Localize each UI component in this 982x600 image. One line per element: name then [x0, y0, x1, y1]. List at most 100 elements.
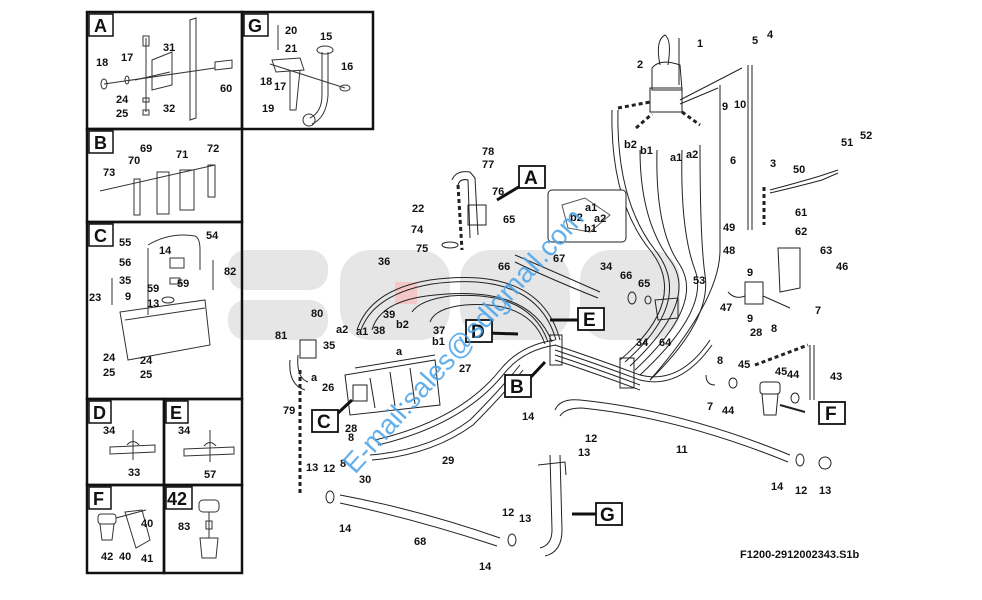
- svg-text:46: 46: [836, 261, 848, 273]
- svg-text:2: 2: [637, 59, 643, 71]
- svg-text:28: 28: [345, 423, 357, 435]
- svg-text:74: 74: [411, 224, 424, 236]
- svg-text:40: 40: [119, 551, 131, 563]
- panel-letter-D: D: [93, 403, 106, 423]
- svg-text:a1: a1: [670, 152, 682, 164]
- svg-text:44: 44: [787, 369, 800, 381]
- svg-text:57: 57: [204, 469, 216, 481]
- callout-E: E: [550, 307, 605, 331]
- svg-text:b2: b2: [570, 212, 583, 224]
- svg-text:15: 15: [320, 31, 332, 43]
- svg-text:26: 26: [322, 382, 334, 394]
- svg-text:50: 50: [793, 164, 805, 176]
- svg-text:14: 14: [771, 481, 784, 493]
- svg-text:34: 34: [636, 337, 649, 349]
- callout-F: F: [818, 401, 846, 425]
- svg-text:48: 48: [723, 245, 735, 257]
- svg-text:F: F: [825, 404, 837, 425]
- svg-text:78: 78: [482, 146, 494, 158]
- svg-text:53: 53: [693, 275, 705, 287]
- panel-A: A 31 17 18 24 25 32 60: [88, 13, 233, 121]
- port-labels: b2 b1 a1 a2 a2 a1 b2 b1 a a: [311, 139, 698, 384]
- svg-text:25: 25: [140, 369, 152, 381]
- svg-text:12: 12: [795, 485, 807, 497]
- svg-text:13: 13: [819, 485, 831, 497]
- svg-text:24: 24: [140, 355, 153, 367]
- svg-text:19: 19: [262, 103, 274, 115]
- svg-text:41: 41: [141, 553, 153, 565]
- svg-text:13: 13: [147, 298, 159, 310]
- svg-text:66: 66: [620, 270, 632, 282]
- svg-text:59: 59: [177, 278, 189, 290]
- svg-text:24: 24: [103, 352, 116, 364]
- svg-text:42: 42: [101, 551, 113, 563]
- svg-text:35: 35: [323, 340, 335, 352]
- svg-text:49: 49: [723, 222, 735, 234]
- svg-text:A: A: [524, 168, 538, 189]
- svg-text:31: 31: [163, 42, 175, 54]
- callouts: A D E B C F G: [311, 165, 846, 526]
- svg-text:a2: a2: [594, 213, 606, 225]
- drawing-code: F1200-2912002343.S1b: [740, 549, 860, 561]
- svg-text:18: 18: [96, 57, 108, 69]
- svg-text:38: 38: [373, 325, 385, 337]
- svg-text:B: B: [510, 377, 524, 398]
- svg-text:34: 34: [103, 425, 116, 437]
- svg-text:a1: a1: [356, 326, 368, 338]
- panel-letter-C: C: [94, 226, 107, 246]
- svg-text:13: 13: [578, 447, 590, 459]
- svg-text:a: a: [311, 372, 318, 384]
- svg-text:a2: a2: [686, 149, 698, 161]
- callout-C: C: [311, 398, 354, 433]
- svg-text:37: 37: [433, 325, 445, 337]
- svg-text:12: 12: [323, 463, 335, 475]
- svg-text:65: 65: [503, 214, 515, 226]
- svg-text:61: 61: [795, 207, 807, 219]
- panel-letter-E: E: [170, 403, 182, 423]
- svg-text:a1: a1: [585, 202, 597, 214]
- svg-text:b1: b1: [640, 145, 653, 157]
- svg-text:8: 8: [771, 323, 777, 335]
- svg-text:18: 18: [260, 76, 272, 88]
- svg-text:30: 30: [359, 474, 371, 486]
- svg-text:25: 25: [103, 367, 115, 379]
- svg-text:52: 52: [860, 130, 872, 142]
- svg-text:80: 80: [311, 308, 323, 320]
- svg-text:8: 8: [348, 432, 354, 444]
- svg-text:13: 13: [519, 513, 531, 525]
- svg-text:33: 33: [128, 467, 140, 479]
- svg-text:76: 76: [492, 186, 504, 198]
- svg-text:5: 5: [752, 35, 758, 47]
- svg-text:14: 14: [339, 523, 352, 535]
- svg-text:14: 14: [479, 561, 492, 573]
- svg-text:9: 9: [125, 291, 131, 303]
- svg-text:16: 16: [341, 61, 353, 73]
- callout-D: D: [465, 319, 519, 343]
- svg-text:20: 20: [285, 25, 297, 37]
- svg-text:73: 73: [103, 167, 115, 179]
- svg-text:22: 22: [412, 203, 424, 215]
- svg-text:8: 8: [717, 355, 723, 367]
- svg-text:45: 45: [738, 359, 750, 371]
- panel-letter-42: 42: [167, 489, 187, 509]
- panel-letter-F: F: [93, 489, 104, 509]
- svg-text:79: 79: [283, 405, 295, 417]
- callout-B: B: [504, 360, 547, 398]
- svg-text:C: C: [317, 412, 331, 433]
- svg-text:45: 45: [775, 366, 787, 378]
- svg-text:21: 21: [285, 43, 297, 55]
- svg-text:G: G: [600, 505, 615, 526]
- joystick-valve: [649, 34, 683, 113]
- svg-text:54: 54: [206, 230, 219, 242]
- svg-text:a2: a2: [336, 324, 348, 336]
- svg-text:1: 1: [697, 38, 703, 50]
- svg-text:E: E: [583, 310, 596, 331]
- svg-text:a: a: [396, 346, 403, 358]
- svg-text:32: 32: [163, 103, 175, 115]
- svg-text:71: 71: [176, 149, 188, 161]
- panel-B: B 69 70 71 72 73: [88, 130, 219, 216]
- svg-text:b1: b1: [584, 223, 597, 235]
- svg-text:29: 29: [442, 455, 454, 467]
